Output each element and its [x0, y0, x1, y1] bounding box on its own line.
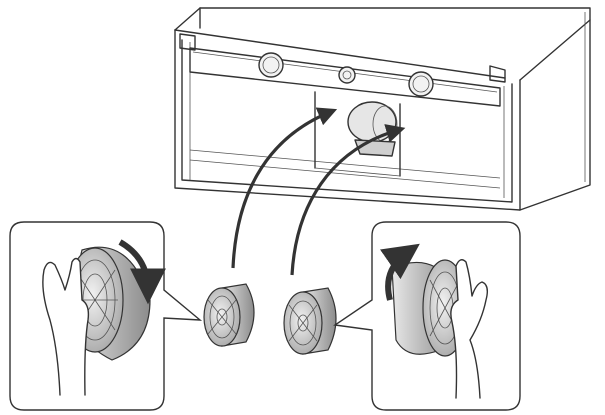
rotate-clockwise-arrow-icon	[118, 239, 166, 305]
grease-filter-right	[283, 287, 337, 355]
hood-rail-hole-right	[408, 71, 434, 97]
grease-filter-left	[203, 283, 255, 347]
install-arrow-left	[231, 107, 338, 269]
rotate-counterclockwise-arrow-icon	[379, 243, 420, 301]
left-hand	[42, 257, 90, 396]
range-hood-cabinet	[174, 7, 591, 211]
right-hand	[450, 259, 489, 399]
install-arrow-right	[290, 124, 406, 276]
hood-rail-hole-left	[258, 52, 284, 78]
hood-rail-hole-center	[338, 66, 356, 84]
